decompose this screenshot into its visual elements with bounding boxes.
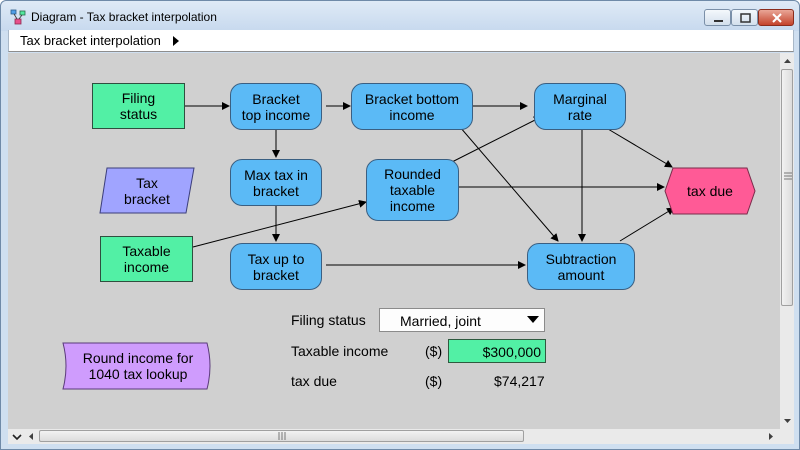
filing-status-value: Married, joint <box>400 313 481 329</box>
node-tax-bracket-shape[interactable] <box>99 167 195 215</box>
node-taxable-income[interactable]: Taxable income <box>100 236 193 282</box>
node-round-income[interactable]: Round income for 1040 tax lookup <box>62 342 214 390</box>
node-round-income-shape[interactable] <box>62 342 214 390</box>
node-label: Taxable income <box>122 243 171 275</box>
chevron-down-icon <box>527 316 539 323</box>
breadcrumb-item[interactable]: Tax bracket interpolation <box>20 33 161 48</box>
scroll-left-icon[interactable] <box>25 430 37 444</box>
node-tax-due-shape[interactable] <box>664 167 756 215</box>
scroll-right-icon[interactable] <box>765 430 777 444</box>
node-label: Round income for 1040 tax lookup <box>82 350 194 382</box>
arrow <box>619 207 675 242</box>
node-label: Bracket top income <box>241 90 311 123</box>
arrow <box>459 126 559 242</box>
node-label: Subtraction amount <box>545 250 617 283</box>
node-label: Marginal rate <box>553 90 607 123</box>
node-label: tax due <box>687 183 733 199</box>
influence-arrows <box>185 102 675 269</box>
node-marginal-rate[interactable]: Marginal rate <box>534 83 626 130</box>
node-tax-up-to-bracket[interactable]: Tax up to bracket <box>230 243 322 290</box>
horizontal-scroll-thumb[interactable] <box>39 430 524 442</box>
node-bracket-bottom-income[interactable]: Bracket bottom income <box>351 83 473 130</box>
triangle-right-icon[interactable] <box>172 36 180 46</box>
scroll-up-icon[interactable] <box>780 55 795 67</box>
grip-icon <box>784 172 792 180</box>
breadcrumb: Tax bracket interpolation <box>8 30 794 52</box>
taxable-income-input[interactable]: $300,000 <box>448 339 546 363</box>
node-label: Tax bracket <box>124 174 170 207</box>
node-label: Bracket bottom income <box>364 90 460 123</box>
node-rounded-taxable-income[interactable]: Rounded taxable income <box>366 159 459 221</box>
maximize-button[interactable] <box>731 9 758 26</box>
scrollbar-corner <box>779 429 794 444</box>
filing-status-select[interactable]: Married, joint <box>379 308 545 332</box>
title-bar[interactable]: Diagram - Tax bracket interpolation <box>1 1 799 31</box>
grip-icon <box>278 432 286 440</box>
scroll-down-icon[interactable] <box>780 415 795 427</box>
node-label: Rounded taxable income <box>384 166 441 214</box>
horizontal-scrollbar[interactable] <box>8 429 779 444</box>
chevron-down-icon[interactable] <box>10 430 24 444</box>
node-bracket-top-income[interactable]: Bracket top income <box>230 83 322 130</box>
maximize-icon <box>740 13 751 23</box>
minimize-icon <box>714 20 723 22</box>
node-tax-due[interactable]: tax due <box>664 167 756 215</box>
minimize-button[interactable] <box>704 9 731 26</box>
node-label: Filing status <box>119 90 158 122</box>
node-label: Max tax in bracket <box>244 166 308 199</box>
tax-due-value: $74,217 <box>494 373 545 389</box>
tax-due-unit: ($) <box>425 373 443 389</box>
close-icon <box>772 13 782 23</box>
close-button[interactable] <box>758 9 794 26</box>
vertical-scroll-thumb[interactable] <box>781 69 793 306</box>
tax-due-label: tax due <box>291 373 337 389</box>
node-max-tax-in-bracket[interactable]: Max tax in bracket <box>230 159 322 206</box>
node-tax-bracket[interactable]: Tax bracket <box>99 167 195 214</box>
vertical-scrollbar[interactable] <box>779 53 794 429</box>
diagram-icon <box>10 9 26 25</box>
filing-status-label: Filing status <box>291 312 366 328</box>
arrow <box>445 116 542 166</box>
node-filing-status[interactable]: Filing status <box>92 83 185 129</box>
taxable-income-unit: ($) <box>425 343 443 359</box>
node-subtraction-amount[interactable]: Subtraction amount <box>527 243 635 290</box>
taxable-income-value: $300,000 <box>482 344 541 360</box>
window-title: Diagram - Tax bracket interpolation <box>31 10 217 24</box>
arrow <box>192 199 367 248</box>
taxable-income-label: Taxable income <box>291 343 389 359</box>
node-label: Tax up to bracket <box>247 250 305 283</box>
arrow <box>607 128 673 168</box>
